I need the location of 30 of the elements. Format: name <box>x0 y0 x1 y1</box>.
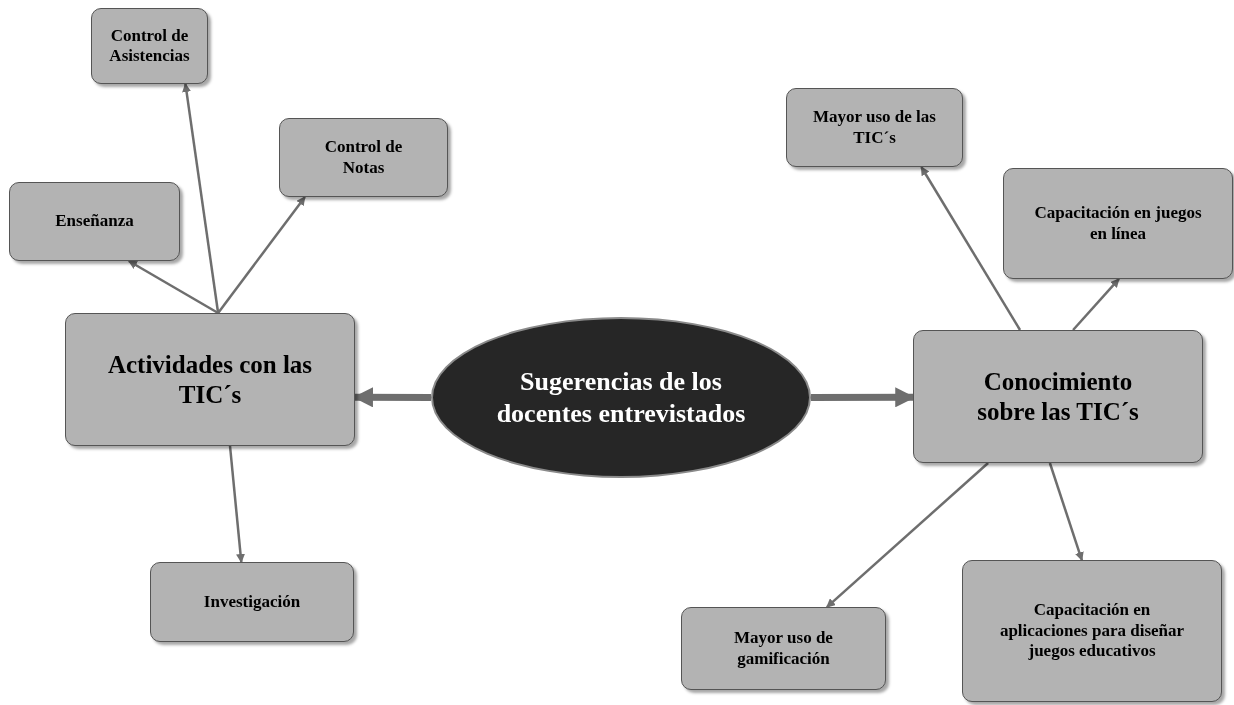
arrow <box>228 445 245 563</box>
topic-box <box>150 562 354 642</box>
topic-box <box>91 8 208 84</box>
node-label: Control de Notas <box>323 136 404 179</box>
node-label: Control de Asistencias <box>108 24 191 67</box>
topic-box <box>279 118 448 197</box>
node-label: Conocimiento sobre las TIC´s <box>976 366 1140 427</box>
arrow <box>1072 278 1120 331</box>
node-label: Mayor uso de las TIC´s <box>812 106 937 149</box>
node-label: Sugerencias de los docentes entrevistados <box>495 366 747 430</box>
arrow <box>1048 462 1084 562</box>
topic-box <box>9 182 180 261</box>
topic-box <box>786 88 963 167</box>
arrow <box>128 259 219 315</box>
arrow <box>826 462 989 608</box>
topic-box <box>913 330 1203 463</box>
arrow <box>217 196 306 314</box>
node-label: Investigación <box>202 590 302 613</box>
node-label: Capacitación en aplicaciones para diseñar juegos educativos <box>998 599 1186 663</box>
node-label: Actividades con las TIC´s <box>106 349 314 410</box>
arrow <box>182 83 220 314</box>
arrow <box>920 166 1022 331</box>
topic-box <box>681 607 886 690</box>
topic-box <box>1003 168 1233 279</box>
arrow <box>353 387 431 408</box>
node-label: Capacitación en juegos en línea <box>1033 202 1203 245</box>
topic-box <box>962 560 1222 702</box>
topic-box <box>65 313 355 446</box>
node-label: Mayor uso de gamificación <box>733 627 834 670</box>
node-label: Enseñanza <box>54 210 135 233</box>
